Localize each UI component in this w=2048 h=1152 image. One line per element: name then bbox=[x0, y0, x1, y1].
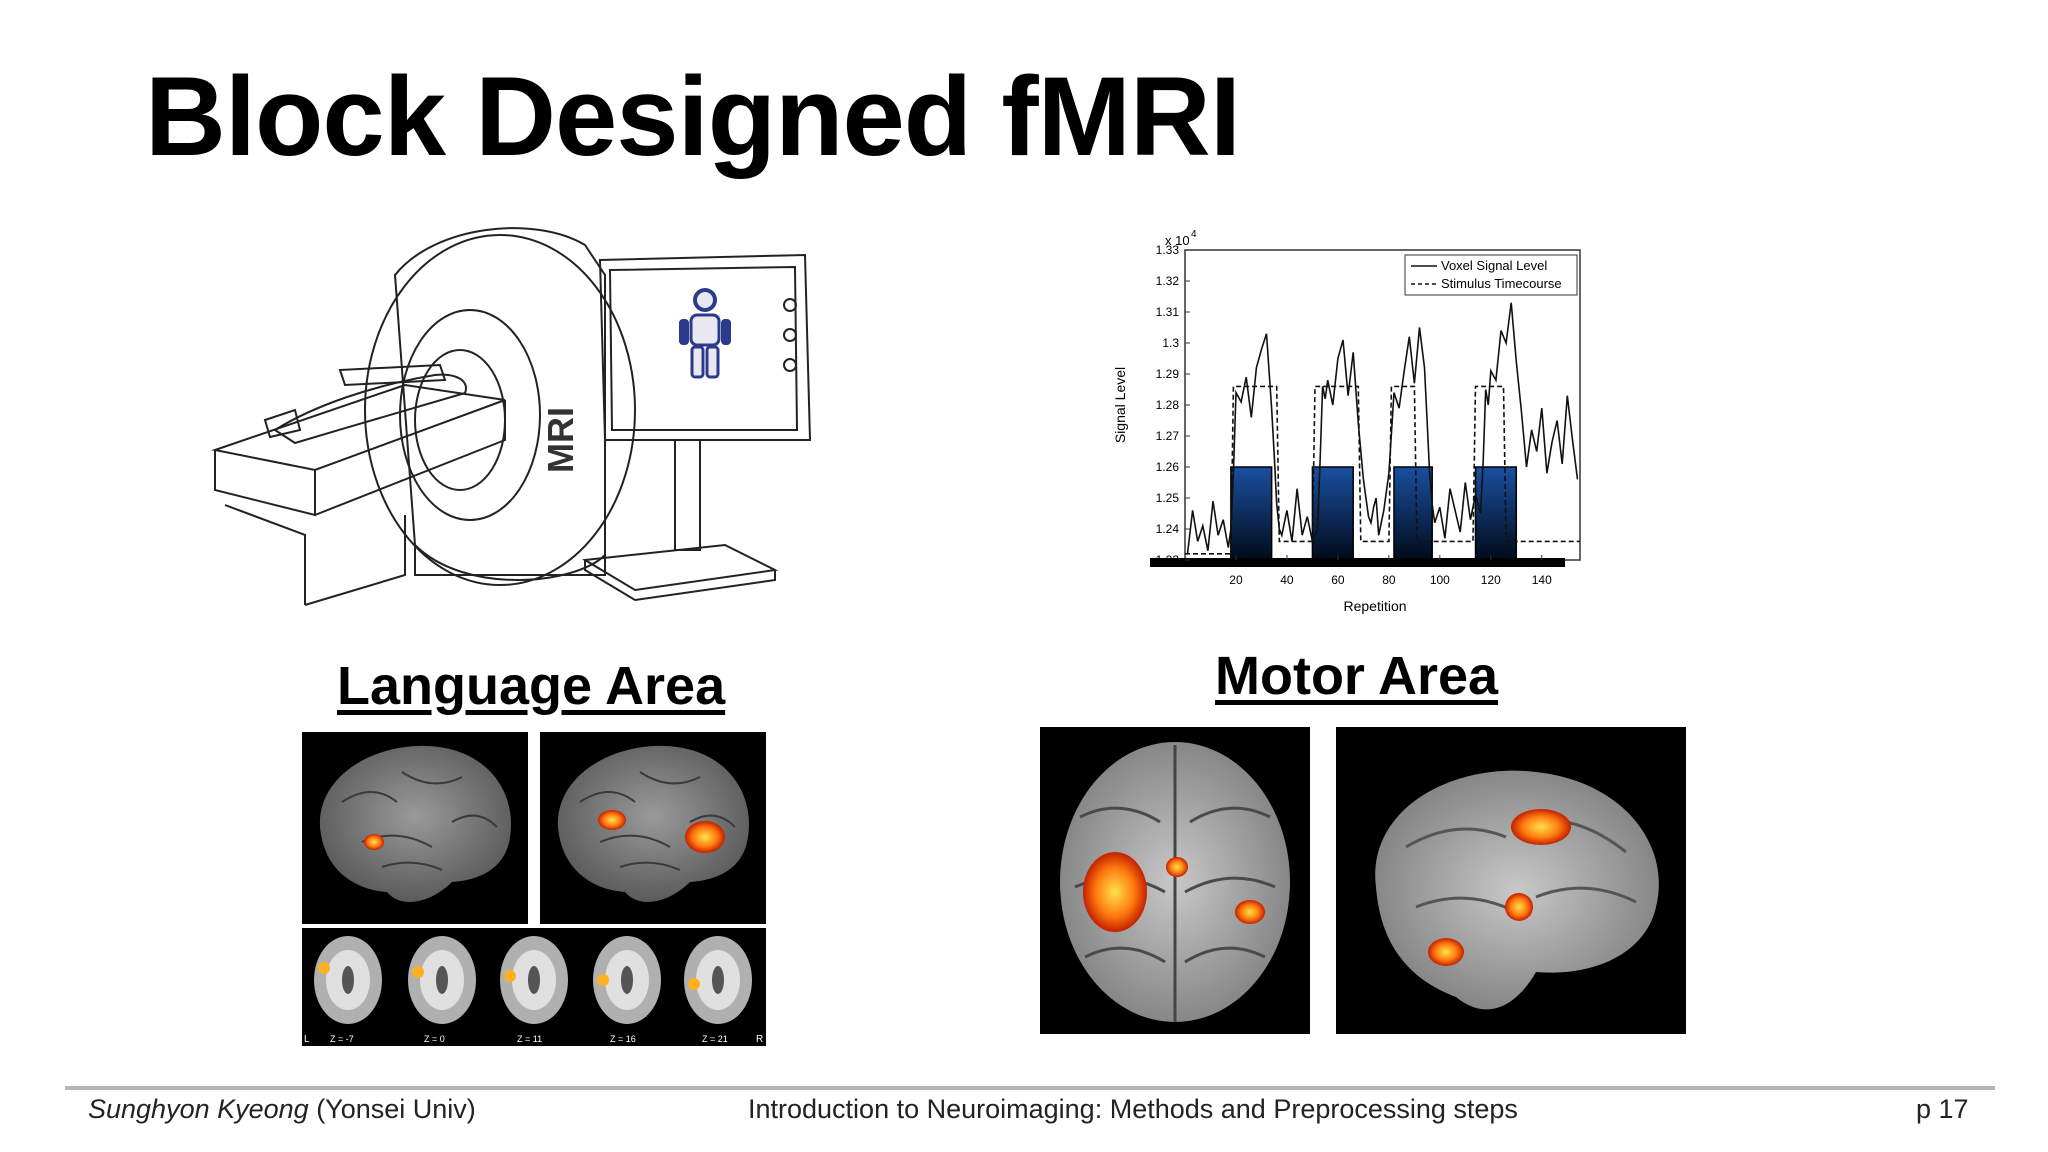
baseline-bar bbox=[1150, 558, 1565, 567]
y-tick-label: 1.33 bbox=[1156, 243, 1180, 257]
x-tick-label: 40 bbox=[1280, 573, 1294, 587]
mri-label: MRI bbox=[540, 407, 581, 473]
y-tick-label: 1.32 bbox=[1156, 274, 1180, 288]
y-tick-label: 1.26 bbox=[1156, 460, 1180, 474]
slide-title: Block Designed fMRI bbox=[145, 54, 1241, 179]
slice-activation bbox=[318, 962, 330, 974]
y-tick-label: 1.29 bbox=[1156, 367, 1180, 381]
slice-ventricle bbox=[712, 966, 724, 994]
mri-scanner-illustration: MRI bbox=[211, 227, 812, 606]
motor-area-label: Motor Area bbox=[1215, 646, 1499, 706]
axial-slices-image: L Z = -7 Z = 0 Z = 11 Z = 16 Z = 21 R bbox=[302, 928, 766, 1046]
slice-activation bbox=[597, 974, 609, 986]
y-tick-label: 1.3 bbox=[1162, 336, 1179, 350]
slice-activation bbox=[688, 978, 700, 990]
author-name: Sunghyon Kyeong bbox=[88, 1094, 309, 1124]
brain-left-lateral-image bbox=[302, 732, 528, 924]
footer-author: Sunghyon Kyeong (Yonsei Univ) bbox=[88, 1094, 476, 1125]
slice-label-z5: Z = 21 bbox=[702, 1034, 728, 1044]
slice-label-z1: Z = -7 bbox=[330, 1034, 354, 1044]
slice-activation bbox=[412, 966, 424, 978]
x-tick-label: 100 bbox=[1430, 573, 1450, 587]
y-tick-label: 1.28 bbox=[1156, 398, 1180, 412]
y-exponent: 4 bbox=[1191, 229, 1197, 240]
y-axis-label: Signal Level bbox=[1112, 367, 1128, 443]
brain-right-lateral-image bbox=[540, 732, 766, 924]
footer-divider bbox=[65, 1086, 1995, 1090]
footer-course-title: Introduction to Neuroimaging: Methods an… bbox=[748, 1094, 1518, 1124]
slice-label-right: R bbox=[756, 1034, 763, 1045]
y-tick-label: 1.25 bbox=[1156, 491, 1180, 505]
x-axis-label: Repetition bbox=[1343, 598, 1406, 614]
y-tick-label: 1.23 bbox=[1156, 553, 1180, 567]
x-tick-label: 80 bbox=[1382, 573, 1396, 587]
chart-legend: Voxel Signal Level Stimulus Timecourse bbox=[1404, 254, 1578, 296]
slice-label-z2: Z = 0 bbox=[424, 1034, 445, 1044]
brain-sagittal-image bbox=[1336, 727, 1686, 1034]
x-tick-label: 20 bbox=[1229, 573, 1243, 587]
slice-label-z4: Z = 16 bbox=[610, 1034, 636, 1044]
language-area-label: Language Area bbox=[337, 656, 726, 716]
legend-signal: Voxel Signal Level bbox=[1441, 258, 1547, 273]
stimulus-block-1 bbox=[1230, 466, 1273, 565]
slice-ventricle bbox=[342, 966, 354, 994]
slice-activation bbox=[504, 970, 516, 982]
x-tick-label: 60 bbox=[1331, 573, 1345, 587]
y-multiplier: x 10 bbox=[1165, 233, 1190, 248]
y-tick-label: 1.24 bbox=[1156, 522, 1180, 536]
x-tick-label: 120 bbox=[1481, 573, 1501, 587]
slice-ventricle bbox=[621, 966, 633, 994]
slice-label-z3: Z = 11 bbox=[517, 1034, 542, 1044]
y-tick-label: 1.27 bbox=[1156, 429, 1180, 443]
brain-top-view-image bbox=[1040, 727, 1310, 1034]
page-number: p 17 bbox=[1916, 1094, 1969, 1124]
stimulus-timecourse-line bbox=[1185, 385, 1580, 555]
slice-ventricle bbox=[528, 966, 540, 994]
x-tick-label: 140 bbox=[1532, 573, 1552, 587]
legend-stimulus: Stimulus Timecourse bbox=[1441, 276, 1562, 291]
stimulus-block-3 bbox=[1393, 466, 1433, 565]
slice-label-left: L bbox=[304, 1034, 310, 1045]
signal-chart: 1.23 1.24 1.25 1.26 1.27 1.28 1.29 1.3 1.31 1.32 1… bbox=[1112, 229, 1581, 614]
slice-ventricle bbox=[436, 966, 448, 994]
author-affiliation: (Yonsei Univ) bbox=[308, 1094, 476, 1124]
voxel-signal-line bbox=[1186, 302, 1579, 554]
y-tick-label: 1.31 bbox=[1156, 305, 1180, 319]
